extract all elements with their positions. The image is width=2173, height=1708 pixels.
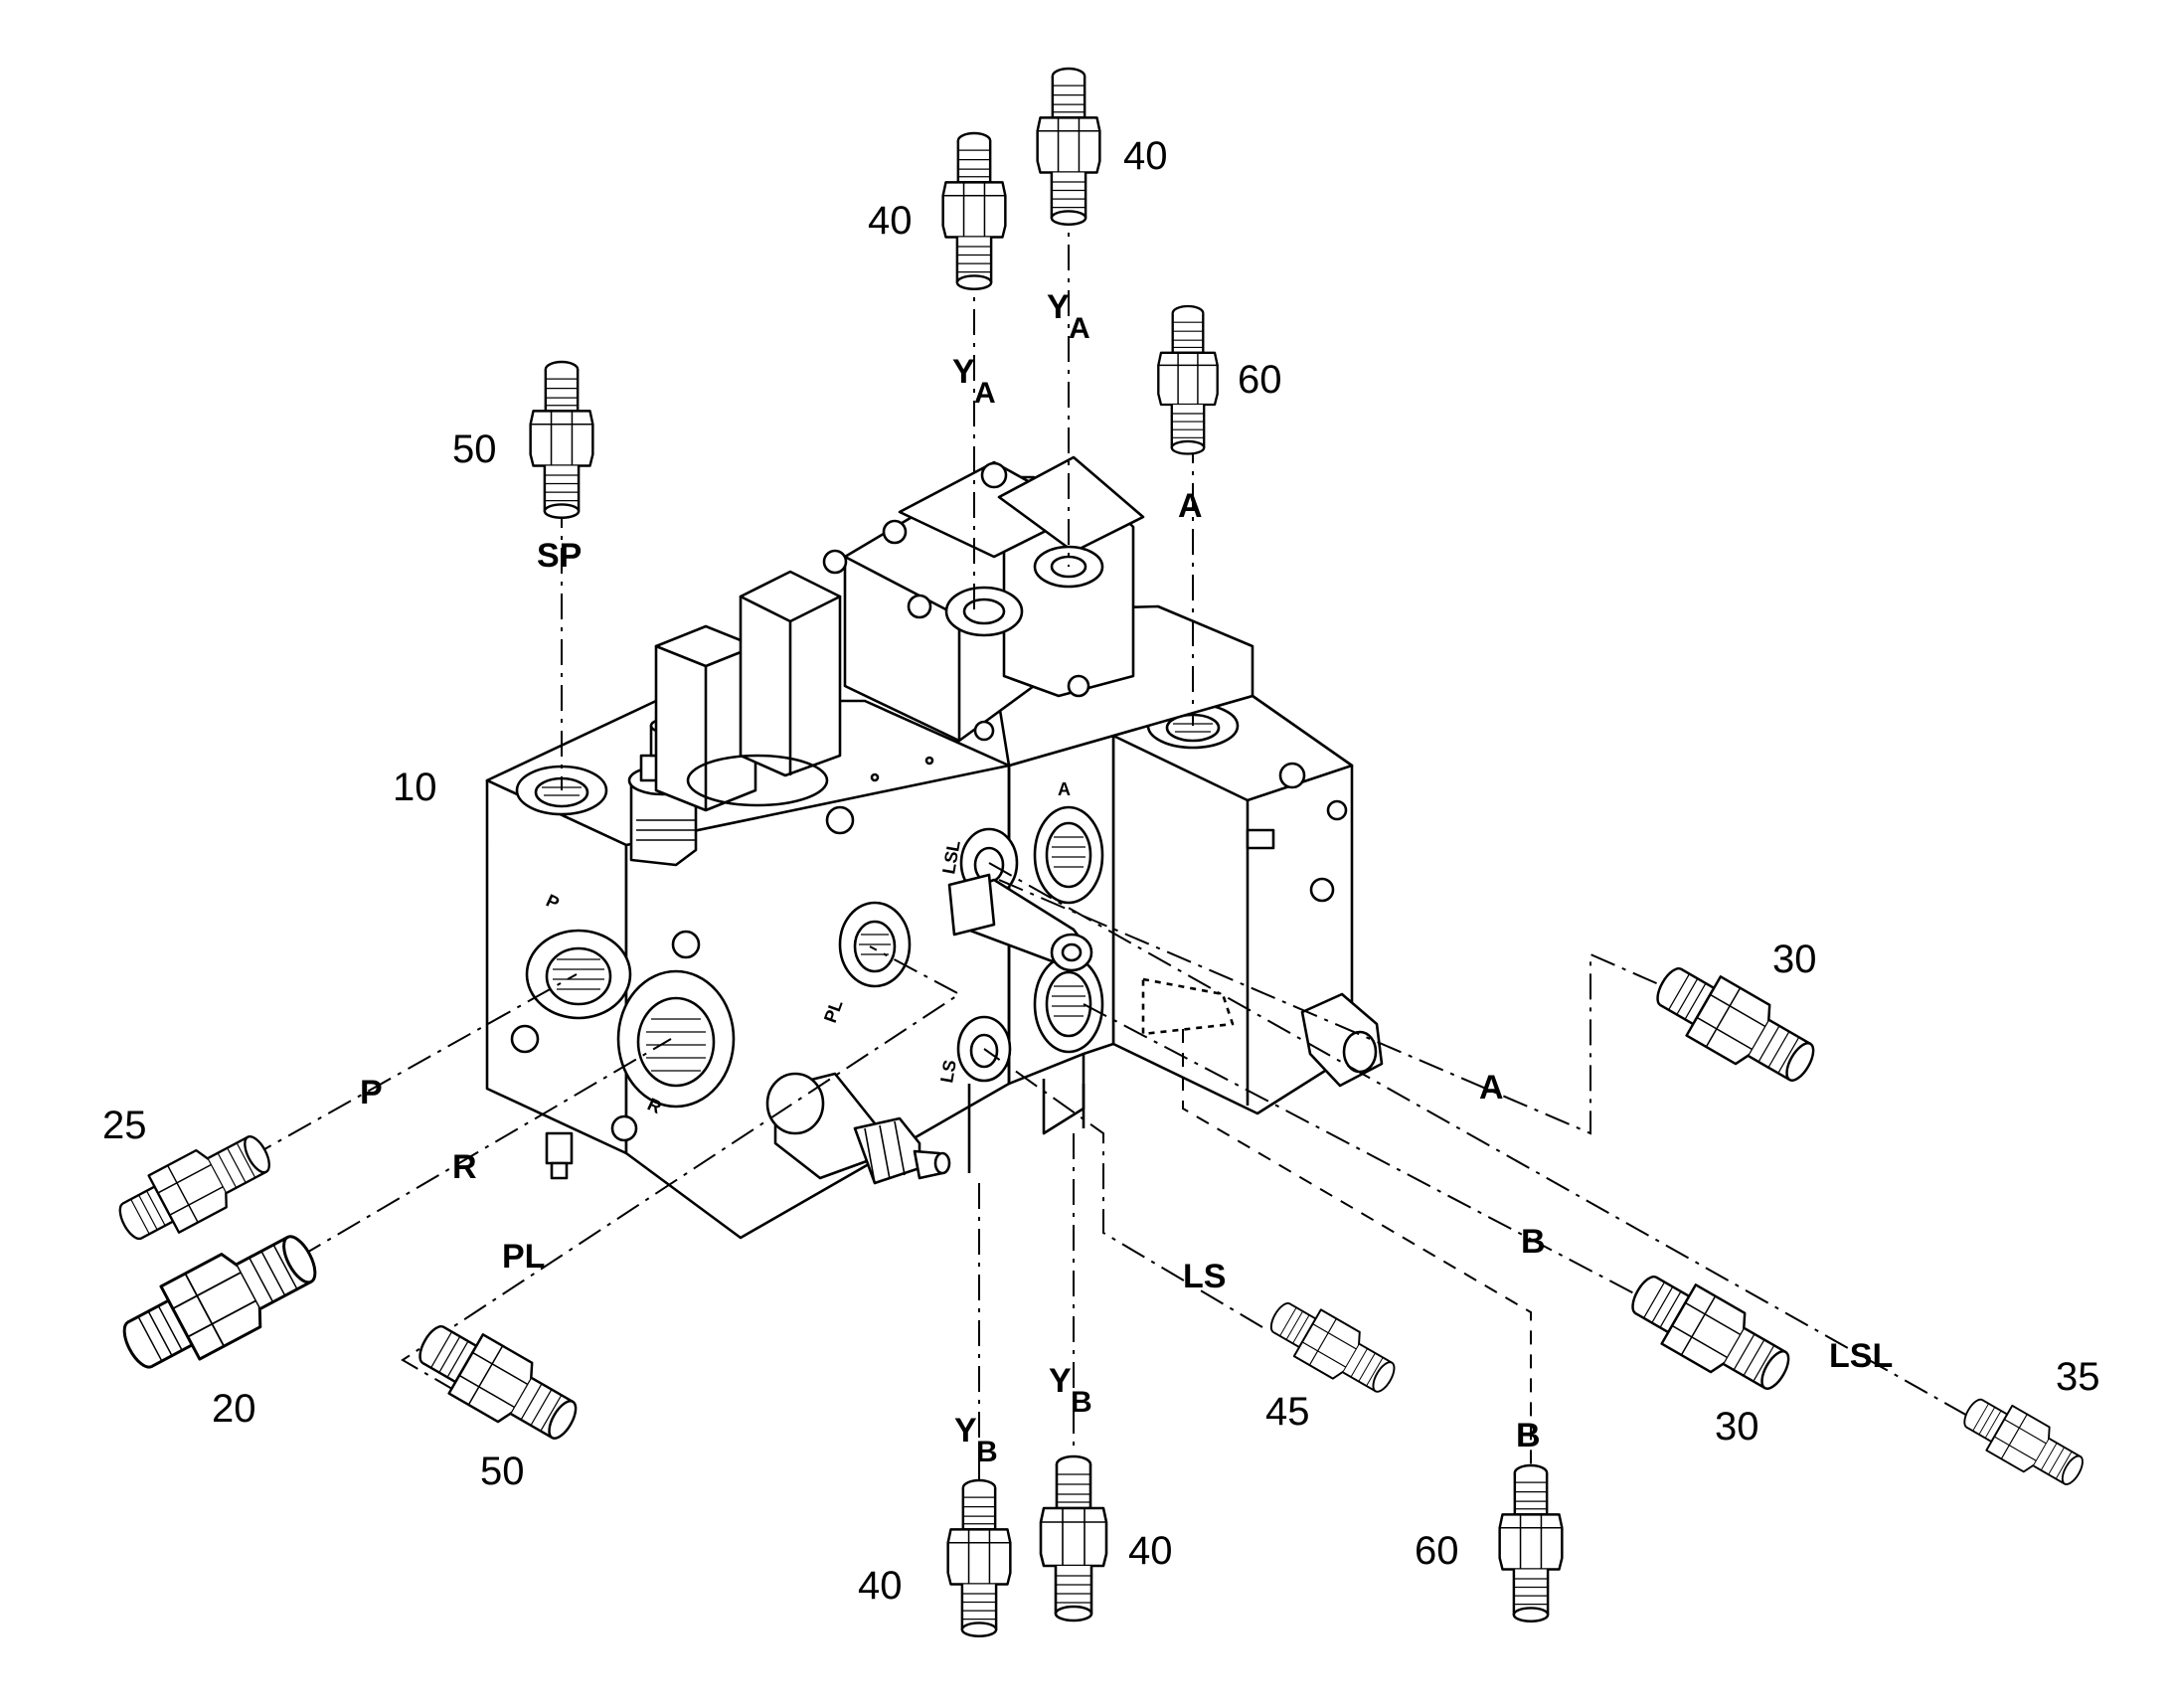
label-fitting-p: 25 (102, 1104, 147, 1147)
fitting-yb-right (1039, 1454, 1108, 1623)
fitting-pl (407, 1309, 589, 1455)
label-fitting-pl: 50 (480, 1450, 525, 1493)
label-fitting-r: 20 (212, 1387, 256, 1431)
port-label-r: R (452, 1148, 477, 1186)
label-fitting-b-side: 30 (1715, 1405, 1759, 1449)
label-fitting-a: 60 (1238, 358, 1282, 402)
fitting-sp (529, 360, 594, 519)
port-label-a-top: A (1178, 487, 1203, 525)
port-label-b-bottom: B (1516, 1417, 1541, 1454)
label-block: 10 (393, 766, 437, 809)
port-label-ls: LS (1183, 1258, 1226, 1295)
fitting-yb-left (946, 1478, 1012, 1637)
fitting-b-bottom (1498, 1463, 1564, 1623)
port-label-pl: PL (502, 1238, 545, 1276)
port-label-ya-left: Y (952, 353, 975, 391)
port-label-sp: SP (537, 537, 582, 575)
fitting-b-side (1619, 1260, 1802, 1406)
port-labels: SP A Y A Y A P R PL LS B A LSL B Y B Y B (360, 288, 1893, 1468)
port-label-yb-right-sub: B (1071, 1386, 1092, 1419)
port-label-yb-right: Y (1049, 1362, 1072, 1400)
label-fitting-bottom-b2: 40 (1128, 1529, 1173, 1573)
label-fitting-top-a1: 40 (868, 199, 913, 243)
port-label-ya-right: Y (1047, 288, 1070, 326)
port-label-p: P (360, 1074, 383, 1111)
fitting-ya-right (1036, 67, 1101, 226)
label-fitting-lsl: 35 (2056, 1355, 2100, 1399)
label-fitting-a-side: 30 (1772, 938, 1817, 981)
fitting-a-top (1157, 304, 1219, 455)
face-mark-a: A (1058, 779, 1071, 799)
label-fitting-top-a2: 40 (1123, 134, 1168, 178)
item-numbers: 10 40 40 60 50 25 20 50 40 40 45 60 30 3… (102, 134, 2100, 1608)
valve-block: A (485, 455, 1384, 1240)
label-fitting-ls: 45 (1265, 1390, 1310, 1434)
fitting-ya-left (941, 131, 1007, 290)
fitting-r (108, 1216, 331, 1388)
port-label-b-mid: B (1521, 1223, 1546, 1261)
port-label-a-side: A (1479, 1069, 1504, 1107)
fitting-ls (1260, 1289, 1405, 1406)
label-fitting-b: 60 (1415, 1529, 1459, 1573)
label-fitting-bottom-b1: 40 (858, 1564, 903, 1608)
port-label-lsl: LSL (1829, 1337, 1893, 1375)
face-mark-ls: LS (936, 1059, 960, 1085)
fitting-lsl (1954, 1386, 2093, 1497)
center-lines (248, 199, 1979, 1501)
label-fitting-sp: 50 (452, 427, 497, 471)
port-label-ya-left-sub: A (974, 377, 996, 410)
port-label-yb-left: Y (954, 1412, 977, 1450)
port-label-yb-left-sub: B (976, 1436, 998, 1468)
port-label-ya-right-sub: A (1069, 312, 1090, 345)
